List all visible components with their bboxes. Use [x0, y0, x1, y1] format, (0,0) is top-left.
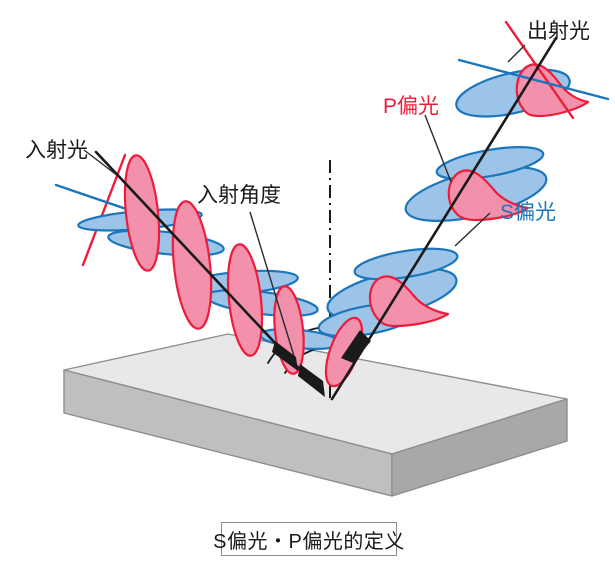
outgoing-beam: [317, 20, 610, 401]
p-lobe-out-2: [447, 169, 530, 222]
outgoing-ray-arrowhead: [341, 330, 371, 363]
incident-p-axis-guide: [81, 153, 127, 267]
caption-box: S偏光・P偏光的定义: [213, 522, 404, 556]
incident-ray-arrowhead: [298, 364, 325, 397]
incident-angle-label: 入射角度: [197, 184, 281, 207]
p-polarization-leader: [424, 114, 452, 183]
incident-p-pol-lobes: [123, 154, 305, 375]
incident-beam: [54, 150, 341, 397]
incident-light-leader: [83, 149, 119, 177]
incident-light-label: 入射光: [25, 139, 88, 162]
s-polarization-leader: [454, 212, 491, 247]
incident-angle-leader: [249, 211, 295, 357]
outgoing-light-label: 出射光: [527, 20, 590, 43]
p-lobe-2: [171, 200, 213, 330]
outgoing-ray-axis: [330, 36, 558, 401]
slab-right-face: [391, 398, 568, 497]
outgoing-p-axis-guide: [504, 20, 575, 120]
caption-text: S偏光・P偏光的定义: [213, 530, 405, 553]
p-polarization-label: P偏光: [383, 95, 439, 118]
outgoing-light-leader: [507, 44, 526, 63]
s-polarization-label: S偏光: [500, 201, 556, 224]
surface-slab: [63, 333, 568, 497]
p-lobe-out-1: [368, 275, 450, 328]
p-lobe-1: [123, 154, 161, 272]
p-lobe-3: [226, 243, 264, 357]
incident-ray-mid-arrowhead: [272, 341, 298, 371]
outgoing-s-axis-guide: [457, 58, 610, 101]
